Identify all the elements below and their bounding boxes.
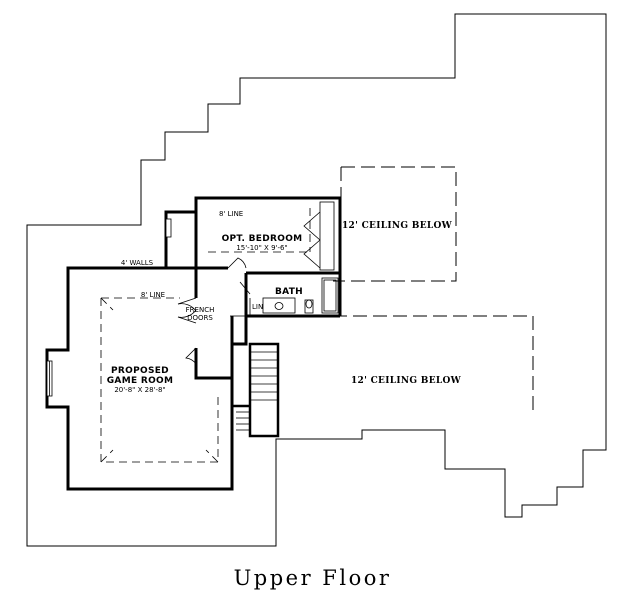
roof-outline — [26, 13, 607, 547]
opt-bedroom-dims: 15'-10" X 9'-6" — [236, 244, 287, 252]
ceiling-below-lower: 12' CEILING BELOW — [351, 376, 462, 386]
french-doors-label-1: FRENCH — [186, 306, 215, 314]
bedroom-8ft-line-note: 8' LINE — [219, 210, 243, 218]
stairs — [231, 342, 280, 438]
game-room-8ft-line-note: 8' LINE — [141, 291, 165, 299]
doors — [177, 201, 335, 365]
linen-label: LIN — [252, 303, 263, 311]
four-foot-walls-note: 4' WALLS — [121, 259, 154, 267]
floor-title: Upper Floor — [233, 566, 392, 590]
opt-bedroom-name: OPT. BEDROOM — [222, 234, 303, 244]
bedroom-walls — [164, 196, 342, 318]
game-room-name-line1: PROPOSED — [111, 366, 169, 376]
ceiling-dashed-lines — [333, 166, 534, 412]
ceiling-below-upper: 12' CEILING BELOW — [342, 221, 453, 231]
game-room-walls — [45, 266, 248, 491]
game-room-name-line2: GAME ROOM — [107, 376, 173, 386]
bath-name: BATH — [275, 287, 303, 297]
french-doors-label-2: DOORS — [187, 314, 213, 322]
game-room-dims: 20'-8" X 28'-8" — [114, 386, 165, 394]
windows — [46, 218, 172, 397]
bath-fixtures — [230, 277, 339, 317]
vault-lines — [100, 208, 311, 463]
